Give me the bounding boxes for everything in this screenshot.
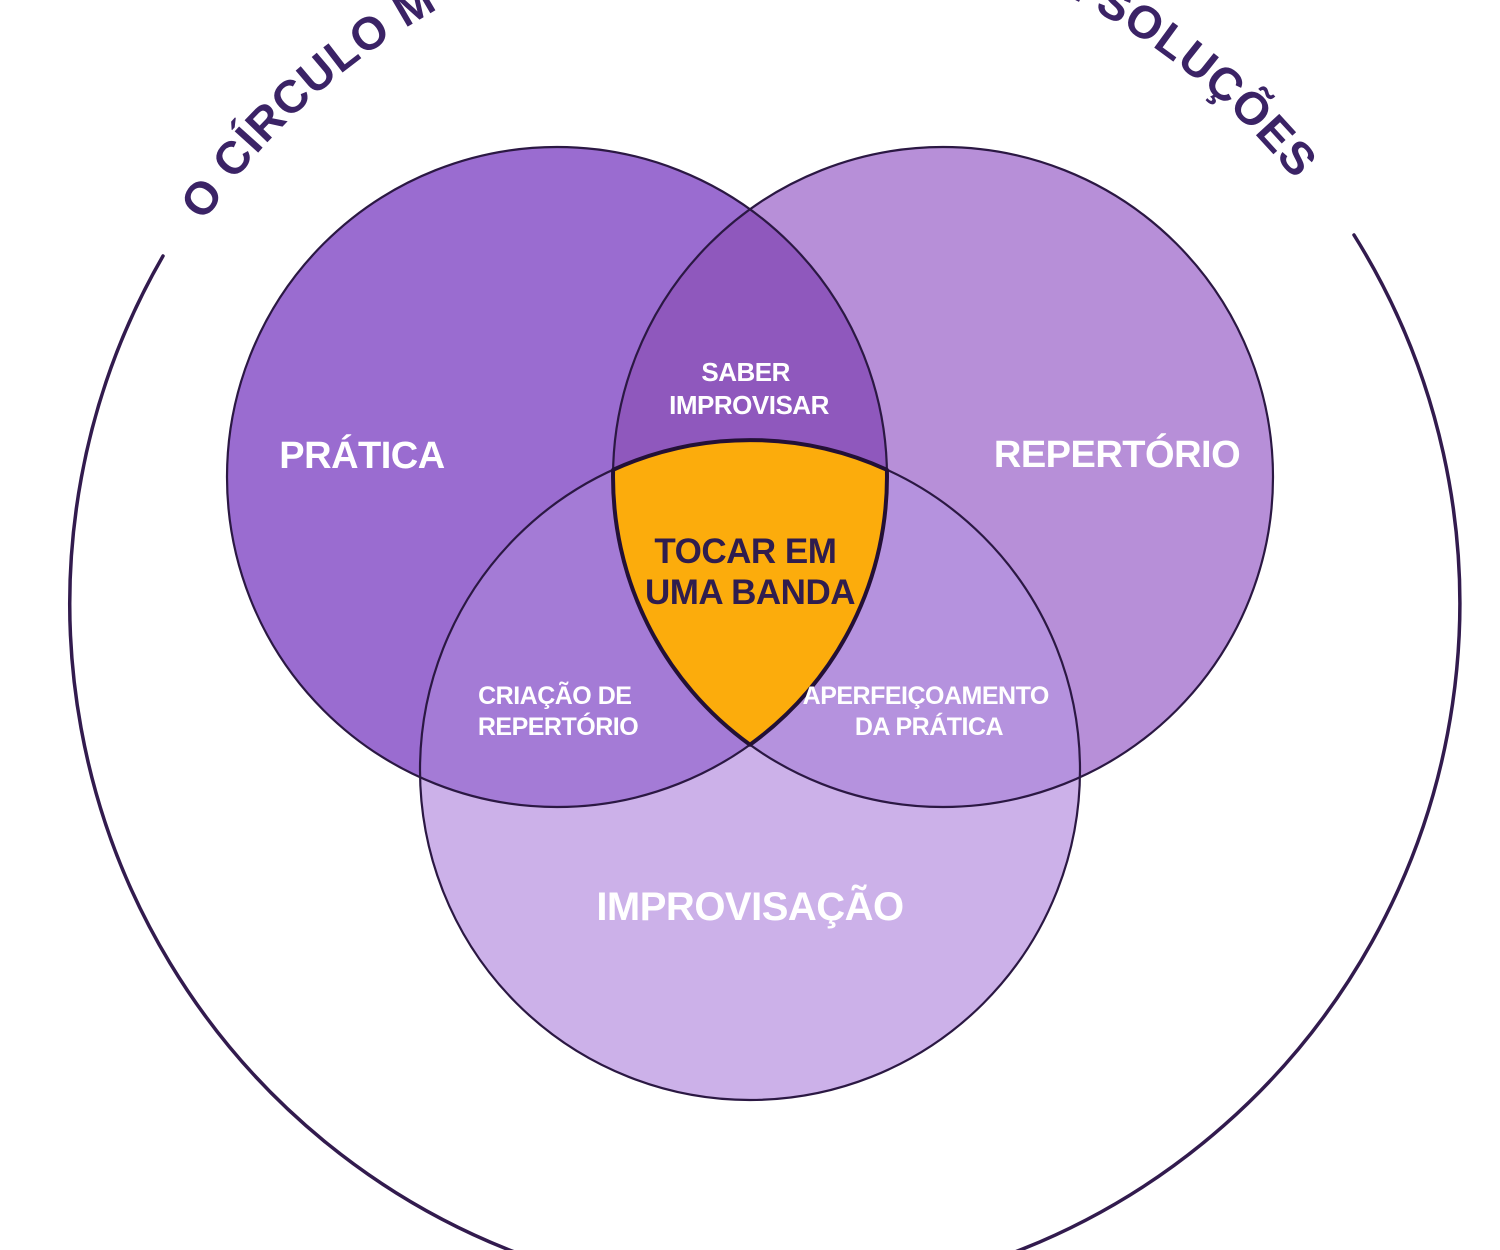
- label-criacao-de-repertorio: CRIAÇÃO DE REPERTÓRIO: [478, 680, 638, 741]
- label-tocar-em-uma-banda: TOCAR EM UMA BANDA: [645, 532, 855, 612]
- label-aperfeicoamento-da-pratica: APERFEIÇOAMENTO DA PRÁTICA: [803, 682, 1056, 741]
- center-region: [613, 440, 887, 745]
- center-region-border: [611, 438, 889, 747]
- diagram-title-right: DE SOLUÇÕES: [1018, 0, 1328, 187]
- label-repertorio: REPERTÓRIO: [994, 432, 1240, 476]
- label-improvisacao: IMPROVISAÇÃO: [596, 883, 903, 929]
- label-saber-improvisar: SABER IMPROVISAR: [669, 357, 829, 420]
- label-pratica: PRÁTICA: [279, 433, 444, 477]
- outer-ring-arc: [68, 233, 1462, 1250]
